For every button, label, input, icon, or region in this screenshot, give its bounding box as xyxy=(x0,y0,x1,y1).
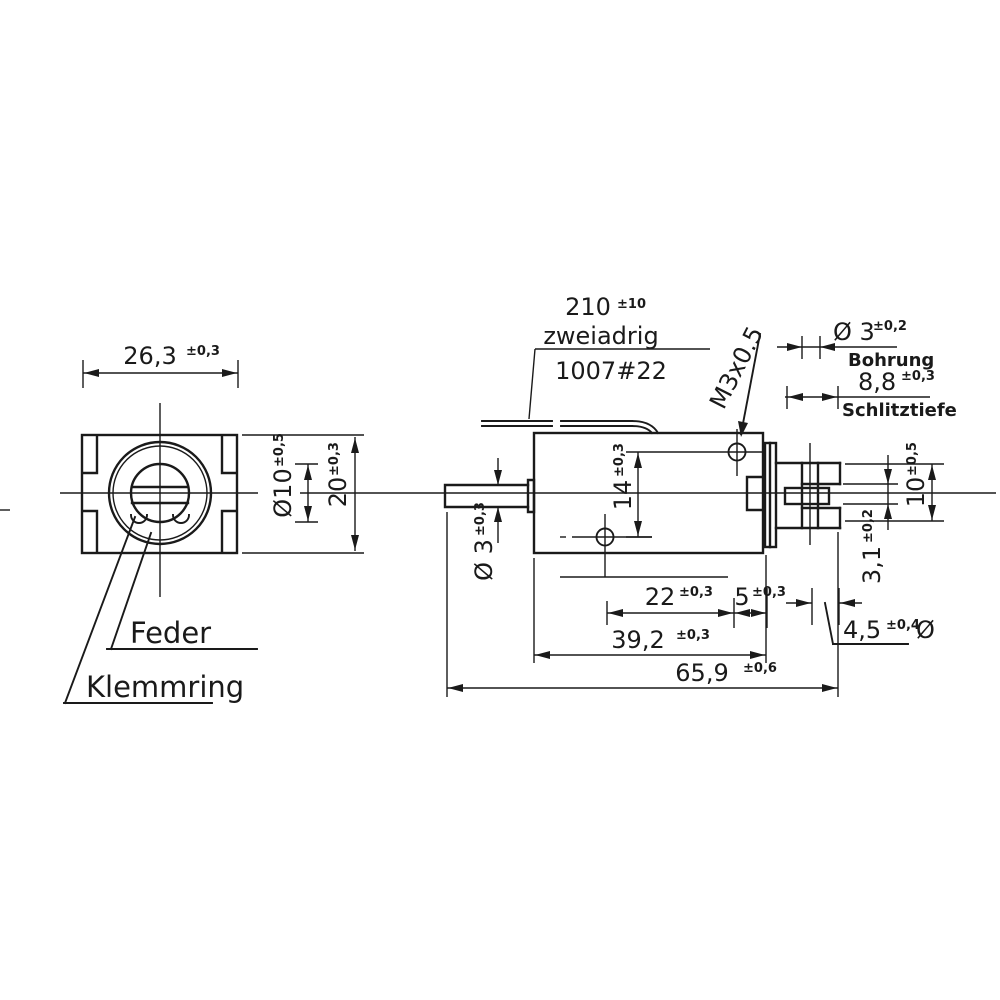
side-view xyxy=(300,420,996,578)
dim-plunger-dia-value: Ø10 xyxy=(269,468,297,517)
dim-front-width-value: 26,3 xyxy=(123,342,176,370)
klemmring-label: Klemmring xyxy=(86,670,244,704)
front-view xyxy=(0,403,258,597)
dim-slot-depth-tol: ±0,3 xyxy=(901,369,935,384)
dim-total-length-value: 65,9 xyxy=(675,659,728,687)
label-klemmring: Klemmring xyxy=(63,515,244,705)
dim-bore: Ø 3 ±0,2 Bohrung xyxy=(777,318,934,371)
dim-hole-spacing-tol: ±0,3 xyxy=(612,443,627,477)
dim-front-width-tol: ±0,3 xyxy=(186,344,220,359)
dim-slot-width-value: 3,1 xyxy=(858,546,886,584)
dim-body-length-value: 39,2 xyxy=(611,626,664,654)
dim-bore-label: Bohrung xyxy=(848,350,934,371)
dim-slot-width-tol: ±0,2 xyxy=(861,509,876,543)
screw-hole-top xyxy=(712,429,762,476)
plunger-shaft xyxy=(443,483,530,509)
dim-end-height-tol: ±0,5 xyxy=(905,442,920,476)
dim-groove-width: 5 ±0,3 xyxy=(733,583,786,628)
dim-hole-to-groove-tol: ±0,3 xyxy=(679,585,713,600)
dim-end-dia-suffix: Ø xyxy=(916,616,935,644)
thread-label: M3x0.5 xyxy=(704,322,769,413)
dim-end-dia-tol: ±0,4 xyxy=(886,618,920,633)
side-body-outline xyxy=(532,431,765,555)
dim-slot-depth-value: 8,8 xyxy=(858,368,896,396)
dim-body-length-tol: ±0,3 xyxy=(676,628,710,643)
wire-gauge-label: 1007#22 xyxy=(555,357,667,385)
dim-groove-width-tol: ±0,3 xyxy=(752,585,786,600)
mounting-groove xyxy=(745,475,765,512)
dim-plunger-dia: Ø10 ±0,5 xyxy=(269,433,318,523)
dim-hole-to-groove-value: 22 xyxy=(645,583,676,611)
thread-callout: M3x0.5 xyxy=(704,322,769,437)
dim-front-width: 26,3 ±0,3 xyxy=(82,342,239,388)
dim-slot-depth-label: Schlitztiefe xyxy=(842,400,957,421)
dim-slot-depth: 8,8 ±0,3 Schlitztiefe xyxy=(785,368,957,421)
dim-shaft-dia-tol: ±0,3 xyxy=(473,502,488,536)
dim-bore-value: Ø 3 xyxy=(833,318,875,346)
front-side-recesses xyxy=(81,435,238,553)
dim-front-height-value: 20 xyxy=(324,477,352,508)
dim-end-dia-value: 4,5 xyxy=(843,616,881,644)
dim-slot-width: 3,1 ±0,2 xyxy=(843,455,898,584)
dim-wire-length-value: 210 xyxy=(565,293,611,321)
dim-end-height-value: 10 xyxy=(902,477,930,508)
dim-front-height-tol: ±0,3 xyxy=(327,442,342,476)
dim-total-length-tol: ±0,6 xyxy=(743,661,777,676)
label-feder: Feder xyxy=(106,531,258,651)
feder-label: Feder xyxy=(130,616,211,650)
dim-shaft-dia: Ø 3 ±0,3 xyxy=(470,458,502,581)
dim-front-height: 20 ±0,3 xyxy=(242,434,364,554)
dim-end-height: 10 ±0,5 xyxy=(845,442,944,522)
dim-hole-spacing-value: 14 xyxy=(609,480,637,511)
dim-wire-length-tol: ±10 xyxy=(617,297,646,312)
dim-hole-to-groove: 22 ±0,3 xyxy=(606,583,734,625)
spring-hook xyxy=(172,514,190,524)
dim-hole-spacing: 14 ±0,3 xyxy=(609,443,712,538)
dim-bore-tol: ±0,2 xyxy=(873,319,907,334)
lead-wires xyxy=(481,420,660,435)
dim-total-length: 65,9 ±0,6 xyxy=(446,512,839,697)
dim-plunger-dia-tol: ±0,5 xyxy=(272,433,287,467)
slotted-end xyxy=(774,443,842,545)
spring-hook xyxy=(130,514,148,524)
dim-wire-length: 210 ±10 zweiadrig 1007#22 xyxy=(528,293,710,420)
dim-shaft-dia-value: Ø 3 xyxy=(470,539,498,581)
wire-type-label: zweiadrig xyxy=(543,322,658,350)
dim-end-dia: 4,5 ±0,4 Ø xyxy=(786,588,935,646)
dim-body-length: 39,2 ±0,3 xyxy=(533,555,767,663)
dim-groove-width-value: 5 xyxy=(734,583,749,611)
